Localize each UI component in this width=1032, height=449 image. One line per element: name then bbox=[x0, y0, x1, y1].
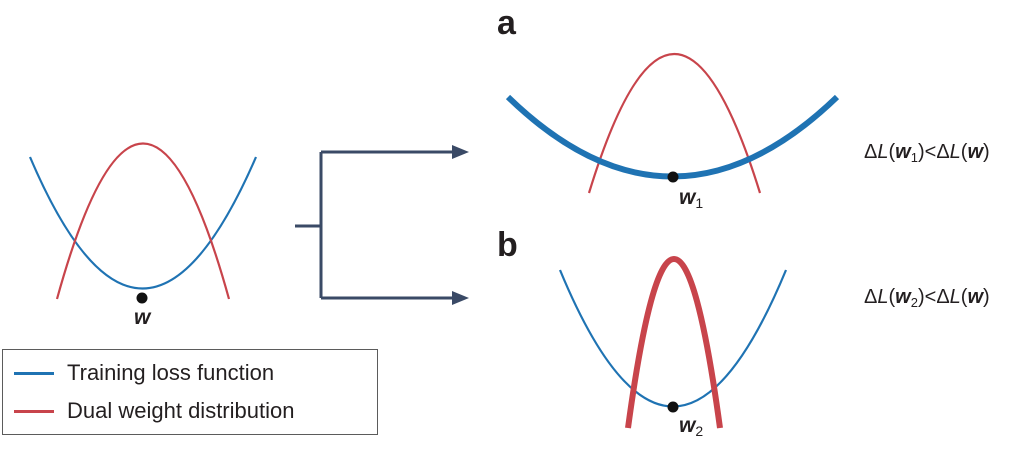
left-training-loss-curve bbox=[28, 156, 258, 290]
branch-arrows bbox=[295, 150, 456, 300]
panel-b-letter: b bbox=[497, 226, 518, 264]
left-minimum-point bbox=[136, 292, 148, 304]
panel-a-minimum-point bbox=[667, 171, 679, 183]
legend-label-training-loss: Training loss function bbox=[67, 360, 275, 385]
panel-a-dual-weight-curve bbox=[587, 52, 762, 194]
panel-a-letter: a bbox=[497, 4, 516, 42]
legend-item-training-loss: Training loss function bbox=[3, 356, 274, 390]
panel-a-equation: ΔL(w1)<ΔL(w) bbox=[864, 141, 990, 165]
panel-b-equation: ΔL(w2)<ΔL(w) bbox=[864, 286, 990, 310]
panel-b-dual-weight-curve bbox=[625, 256, 723, 429]
legend-swatch-dual-weight bbox=[14, 409, 54, 413]
legend: Training loss function Dual weight distr… bbox=[2, 349, 378, 435]
legend-swatch-training-loss bbox=[14, 371, 54, 375]
panel-a-point-label: w1 bbox=[679, 186, 704, 211]
legend-item-dual-weight: Dual weight distribution bbox=[3, 394, 294, 428]
panel-b-point-label: w2 bbox=[679, 414, 704, 439]
legend-label-dual-weight: Dual weight distribution bbox=[67, 398, 295, 423]
left-point-label: w bbox=[134, 306, 151, 329]
panel-b-training-loss-curve bbox=[558, 269, 788, 408]
arrow-head-b bbox=[452, 291, 469, 305]
left-dual-weight-curve bbox=[55, 142, 231, 300]
arrow-head-a bbox=[452, 145, 469, 159]
panel-a-training-loss-curve bbox=[505, 94, 840, 180]
panel-b-minimum-point bbox=[667, 401, 679, 413]
